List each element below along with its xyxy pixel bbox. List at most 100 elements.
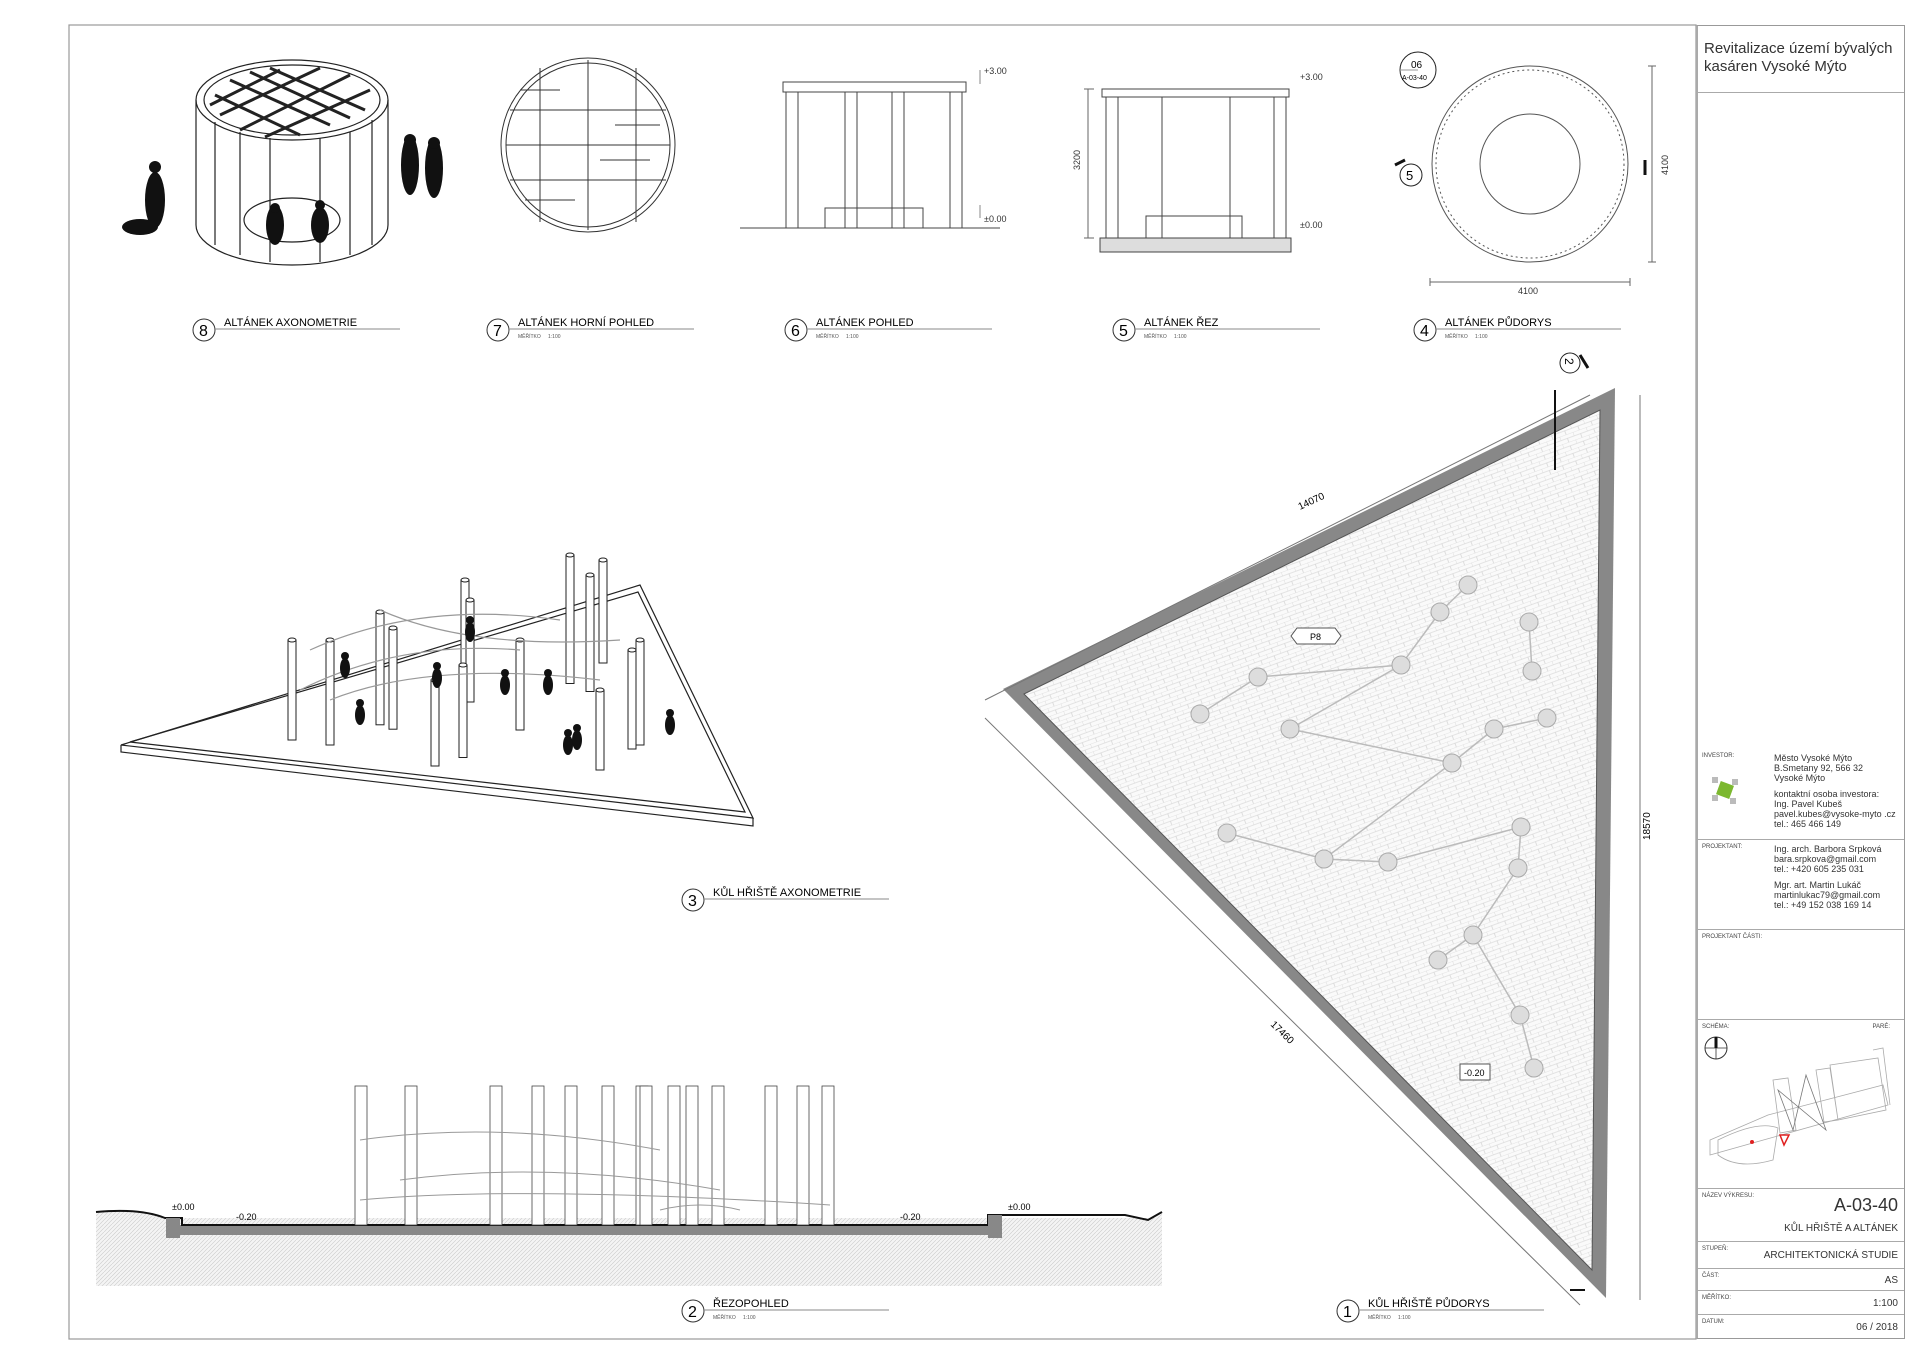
section-elevation-top: +3.00: [1300, 72, 1323, 82]
playground-floor-plan: [984, 388, 1641, 1306]
section-pole: [821, 1085, 835, 1226]
north-arrow-icon: [1704, 1036, 1728, 1060]
section-pole: [711, 1085, 725, 1226]
view-number: 7: [493, 323, 502, 340]
side-dimension-14070: 14070: [1297, 491, 1327, 513]
post-mark: [1484, 719, 1504, 739]
datum-value: 06 / 2018: [1856, 1322, 1898, 1333]
info-line: Vysoké Mýto: [1774, 773, 1826, 783]
child-silhouette: [341, 652, 349, 660]
svg-text:A-03-40: A-03-40: [1402, 75, 1427, 82]
pole: [585, 572, 595, 692]
cast-value: AS: [1884, 1275, 1898, 1286]
investor-label: INVESTOR:: [1702, 753, 1735, 759]
section-right-floor: -0.20: [900, 1212, 921, 1222]
pole: [565, 552, 575, 684]
info-line: martinlukac79@gmail.com: [1774, 890, 1881, 900]
pole: [287, 637, 297, 741]
section-marker-2: 2: [1559, 352, 1590, 374]
svg-text:2: 2: [1562, 358, 1576, 365]
scale-label: MĚŘÍTKO: [816, 332, 839, 340]
section-pole: [564, 1085, 578, 1226]
child-silhouette: [432, 668, 442, 688]
rope-line: [1226, 832, 1325, 860]
view-title: ALTÁNEK ŘEZ: [1144, 316, 1219, 329]
post-mark: [1510, 1005, 1530, 1025]
playground-axonometric: [120, 552, 755, 827]
section-elevation-zero: ±0.00: [1300, 220, 1322, 230]
section-pole: [601, 1085, 615, 1226]
child-silhouette: [340, 658, 350, 678]
investor-logo: [1710, 775, 1740, 805]
scale-label: MĚŘÍTKO: [518, 332, 541, 340]
post-mark: [1508, 858, 1528, 878]
section-pole: [639, 1085, 653, 1226]
projektant-casti-label: PROJEKTANT ČÁSTI:: [1702, 934, 1763, 940]
plan-width-dimension: 4100: [1518, 286, 1538, 296]
view-title: ALTÁNEK HORNÍ POHLED: [518, 316, 654, 329]
projektant-label: PROJEKTANT:: [1702, 844, 1743, 850]
section-marker-5: 5: [1394, 158, 1423, 187]
elevation-zero-label: ±0.00: [984, 214, 1006, 224]
svg-text:P8: P8: [1310, 632, 1321, 642]
schema-label: SCHÉMA:: [1702, 1024, 1730, 1030]
scale-value: 1:100: [743, 1315, 756, 1321]
view-title: ALTÁNEK AXONOMETRIE: [224, 316, 357, 329]
rope-line: [1323, 858, 1389, 863]
child-silhouette: [573, 724, 581, 732]
view-title: ALTÁNEK POHLED: [816, 316, 914, 329]
post-mark: [1314, 849, 1334, 869]
pole: [627, 647, 637, 750]
info-line: Ing. Pavel Kubeš: [1774, 799, 1843, 809]
rope-line: [1289, 728, 1453, 764]
scale-value: 1:100: [1398, 1315, 1411, 1321]
view-title: KŮL HŘIŠTĚ AXONOMETRIE: [713, 886, 861, 899]
stupen-label: STUPEŇ:: [1702, 1246, 1729, 1252]
info-line: tel.: +49 152 038 169 14: [1774, 900, 1872, 910]
scale-value: 1:100: [1174, 334, 1187, 340]
pole: [325, 637, 335, 746]
cast-label: ČÁST:: [1702, 1273, 1720, 1279]
plan-depth-dimension: 4100: [1660, 155, 1670, 175]
child-silhouette: [543, 675, 553, 695]
child-silhouette: [356, 699, 364, 707]
post-mark: [1190, 704, 1210, 724]
scale-value: 1:100: [548, 334, 561, 340]
view-number: 8: [199, 323, 208, 340]
label-p8: P8: [1290, 627, 1342, 645]
child-silhouette: [466, 616, 474, 624]
people-silhouettes-axo: [122, 134, 443, 245]
view-title: ŘEZOPOHLED: [713, 1297, 789, 1310]
child-silhouette: [564, 729, 572, 737]
post-mark: [1519, 612, 1539, 632]
pole: [598, 557, 608, 664]
svg-text:06: 06: [1411, 60, 1423, 71]
post-mark: [1391, 655, 1411, 675]
post-mark: [1430, 602, 1450, 622]
height-dimension: 3200: [1072, 150, 1082, 170]
post-mark: [1511, 817, 1531, 837]
project-title: Revitalizace území bývalých kasáren Vyso…: [1704, 40, 1893, 75]
nazev-label: NÁZEV VÝKRESU:: [1702, 1193, 1755, 1199]
meritko-value: 1:100: [1872, 1298, 1898, 1309]
scale-value: 1:100: [1475, 334, 1488, 340]
svg-text:5: 5: [1406, 168, 1413, 183]
section-left-zero: ±0.00: [172, 1202, 194, 1212]
post-mark: [1428, 950, 1448, 970]
scale-label: MĚŘÍTKO: [1368, 1313, 1391, 1321]
rope-line: [1257, 664, 1402, 678]
post-mark: [1280, 719, 1300, 739]
gazebo-axonometric: [195, 59, 389, 266]
stupen-value: ARCHITEKTONICKÁ STUDIE: [1763, 1250, 1898, 1261]
rope-line: [1387, 826, 1522, 863]
drawing-number: A-03-40: [1833, 1195, 1898, 1215]
post-mark: [1248, 667, 1268, 687]
rope-line: [1323, 762, 1453, 860]
pole: [430, 677, 440, 767]
rope-line: [1472, 867, 1519, 936]
section-pole: [667, 1085, 681, 1226]
